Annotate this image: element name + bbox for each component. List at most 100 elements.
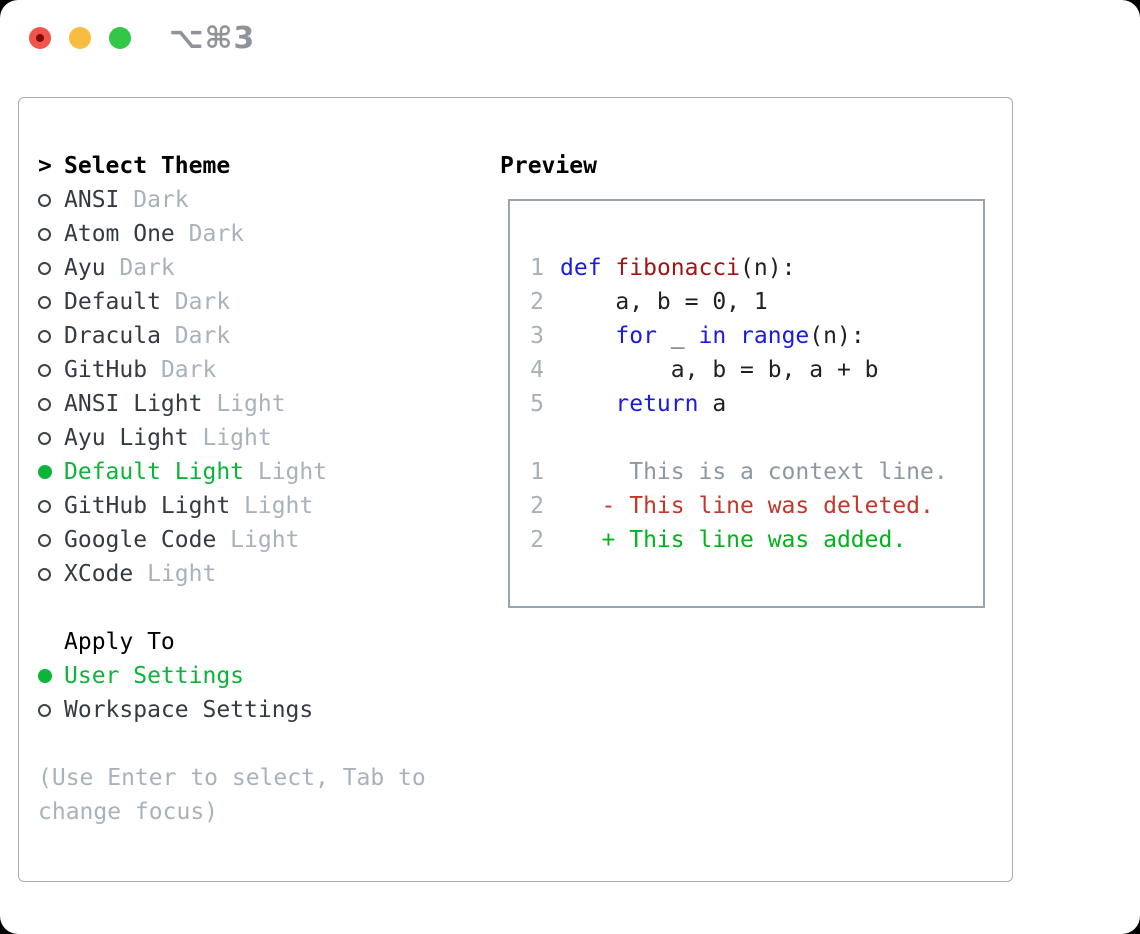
theme-option-label: ANSI Light Light (64, 391, 286, 417)
radio-bullet (38, 465, 52, 479)
theme-option-label: GitHub Light Light (64, 493, 314, 519)
theme-option-label: Ayu Dark (64, 255, 175, 281)
code-line: 1 This is a context line. (530, 455, 983, 489)
radio-icon (38, 193, 64, 207)
radio-icon (38, 295, 64, 309)
theme-option-label: Default Dark (64, 289, 231, 315)
select-theme-header: > Select Theme (38, 149, 458, 183)
theme-option[interactable]: ANSI Dark (38, 183, 458, 217)
code-text: a, b = 0, 1 (560, 289, 768, 315)
radio-bullet (38, 499, 51, 513)
theme-option[interactable]: XCode Light (38, 557, 458, 591)
apply-to-option[interactable]: Workspace Settings (38, 693, 458, 727)
radio-icon (38, 261, 64, 275)
code-text: return a (615, 391, 727, 417)
radio-selected-icon (38, 669, 64, 683)
zoom-icon[interactable] (109, 27, 131, 49)
line-number: 1 (530, 255, 544, 281)
radio-bullet (38, 703, 51, 717)
line-number: 4 (530, 357, 544, 383)
code-line: 2 + This line was added. (530, 523, 983, 557)
code-line: 5 return a (530, 387, 983, 421)
focus-caret-icon: > (38, 153, 52, 179)
code-text: + This line was added. (560, 527, 907, 553)
radio-bullet (38, 193, 51, 207)
radio-bullet (38, 227, 51, 241)
radio-icon (38, 567, 64, 581)
code-line: 4 a, b = b, a + b (530, 353, 983, 387)
theme-option[interactable]: Ayu Light Light (38, 421, 458, 455)
radio-bullet (38, 533, 51, 547)
theme-option-label: Default Light Light (64, 459, 328, 485)
theme-option[interactable]: GitHub Dark (38, 353, 458, 387)
code-text: for _ in range(n): (615, 323, 865, 349)
code-text: a, b = b, a + b (560, 357, 879, 383)
titlebar: ⌥⌘3 (29, 21, 255, 56)
radio-bullet (38, 397, 51, 411)
theme-option[interactable]: Default Light Light (38, 455, 458, 489)
radio-bullet (38, 363, 51, 377)
code-text: def fibonacci(n): (560, 255, 796, 281)
radio-icon (38, 329, 64, 343)
theme-option-label: XCode Light (64, 561, 217, 587)
line-number: 3 (530, 323, 544, 349)
theme-option[interactable]: Dracula Dark (38, 319, 458, 353)
apply-to-option-label: User Settings (64, 663, 245, 689)
line-number: 1 (530, 459, 544, 485)
theme-option-label: Ayu Light Light (64, 425, 272, 451)
radio-bullet (38, 261, 51, 275)
radio-icon (38, 363, 64, 377)
theme-option[interactable]: Ayu Dark (38, 251, 458, 285)
radio-icon (38, 397, 64, 411)
code-line: 2 a, b = 0, 1 (530, 285, 983, 319)
theme-option-label: Google Code Light (64, 527, 300, 553)
code-text: This is a context line. (560, 459, 948, 485)
radio-icon (38, 499, 64, 513)
line-number (530, 421, 544, 455)
radio-bullet (38, 329, 51, 343)
radio-bullet (38, 669, 52, 683)
theme-option[interactable]: Default Dark (38, 285, 458, 319)
line-number: 5 (530, 391, 544, 417)
apply-to-option-label: Workspace Settings (64, 697, 314, 723)
line-number: 2 (530, 493, 544, 519)
code-text: - This line was deleted. (560, 493, 934, 519)
preview-header-label: Preview (500, 153, 597, 179)
code-line (530, 421, 983, 455)
radio-bullet (38, 431, 51, 445)
theme-option-label: Atom One Dark (64, 221, 245, 247)
apply-to-header: Apply To (38, 625, 458, 659)
radio-bullet (38, 295, 51, 309)
radio-icon (38, 703, 64, 717)
radio-icon (38, 431, 64, 445)
line-number: 2 (530, 289, 544, 315)
apply-to-option[interactable]: User Settings (38, 659, 458, 693)
theme-option[interactable]: GitHub Light Light (38, 489, 458, 523)
code-line: 2 - This line was deleted. (530, 489, 983, 523)
code-line: 1 def fibonacci(n): (530, 251, 983, 285)
theme-option[interactable]: ANSI Light Light (38, 387, 458, 421)
radio-selected-icon (38, 465, 64, 479)
radio-icon (38, 533, 64, 547)
window-shortcut-label: ⌥⌘3 (169, 20, 256, 56)
close-icon[interactable] (29, 27, 51, 49)
theme-option[interactable]: Atom One Dark (38, 217, 458, 251)
theme-option[interactable]: Google Code Light (38, 523, 458, 557)
keyboard-hint: (Use Enter to select, Tab to change focu… (38, 765, 426, 825)
theme-option-label: GitHub Dark (64, 357, 217, 383)
radio-bullet (38, 567, 51, 581)
theme-option-label: ANSI Dark (64, 187, 189, 213)
line-number: 2 (530, 527, 544, 553)
select-theme-header-label: Select Theme (64, 153, 231, 179)
minimize-icon[interactable] (69, 27, 91, 49)
code-line: 3 for _ in range(n): (530, 319, 983, 353)
radio-icon (38, 227, 64, 241)
